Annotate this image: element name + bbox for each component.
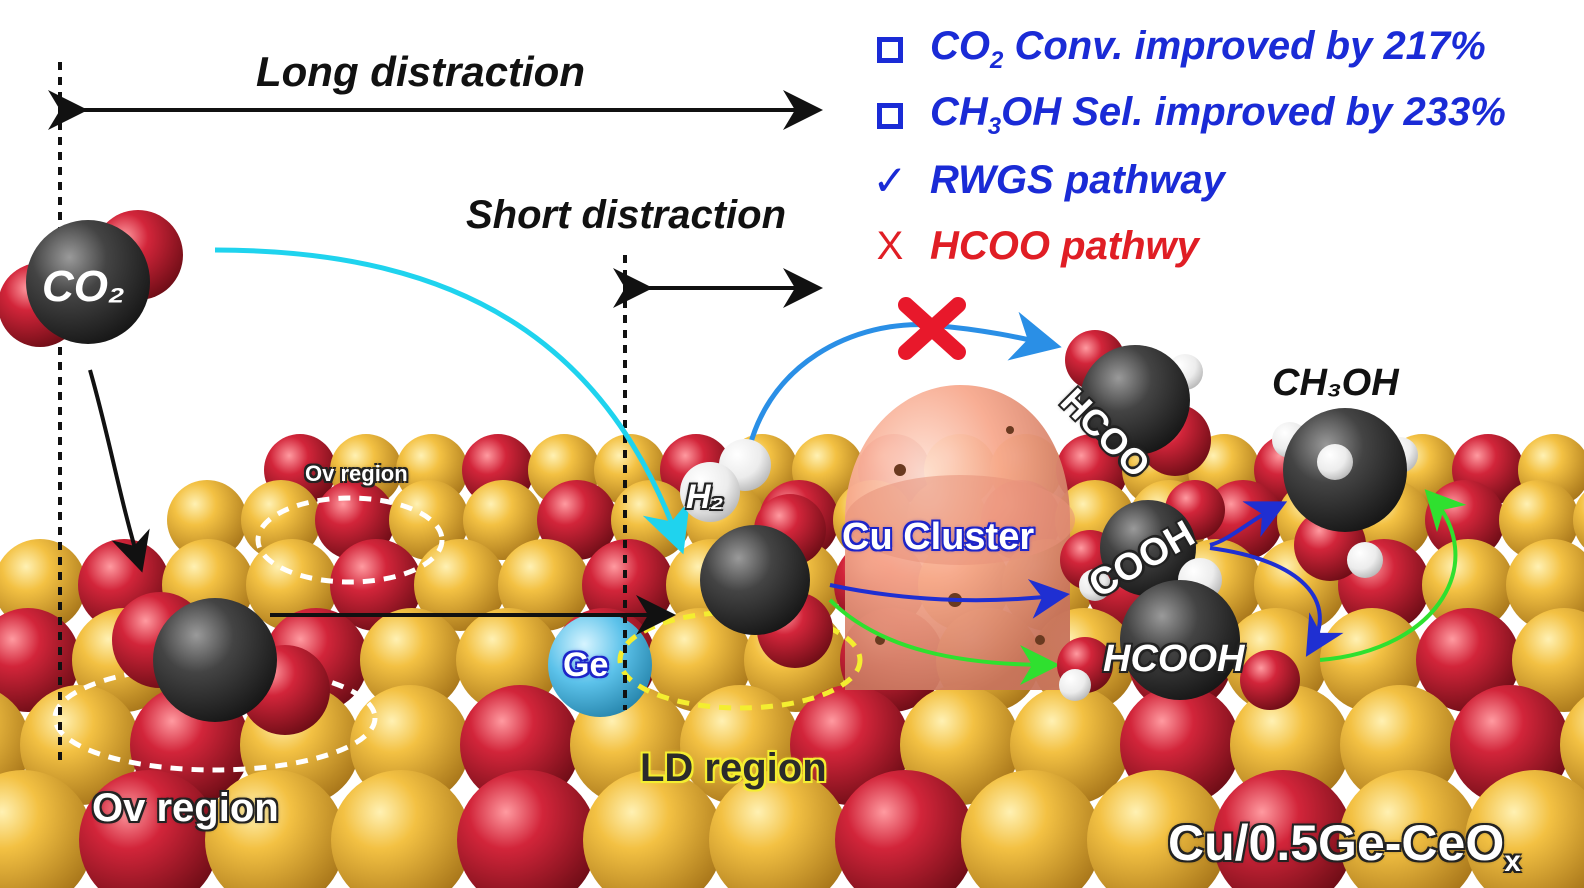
blocked-pathway-cross (898, 297, 966, 360)
oxygen-atom (79, 770, 219, 888)
cerium-atom (463, 480, 543, 560)
square-icon (872, 36, 908, 63)
legend-item-co2-conversion: CO2 Conv. improved by 217% (872, 24, 1486, 75)
check-icon: ✓ (872, 157, 908, 204)
legend-text: RWGS pathway (930, 158, 1225, 202)
cross-icon: X (876, 224, 904, 268)
cerium-atom (1465, 770, 1584, 888)
cooh-to-hcooh-arrow (1209, 546, 1344, 657)
ld-region-outline (617, 609, 863, 711)
ov-region-large-label: Ov region (92, 786, 279, 830)
oxygen-atom (457, 770, 597, 888)
hcoo-molecule (1065, 330, 1211, 476)
hcoo-pathway-arrow (742, 311, 1062, 471)
long-distance-label: Long distraction (256, 48, 585, 95)
hcooh-label: HCOOH (1103, 638, 1245, 680)
cerium-atom (1573, 492, 1584, 548)
co2-molecule-ov (112, 592, 330, 735)
legend-text: HCOO pathwy (930, 224, 1199, 268)
cerium-atom (456, 608, 560, 712)
cerium-atom (205, 770, 345, 888)
cerium-atom (498, 539, 590, 631)
hcooh-to-ch3oh-arrow (1319, 489, 1467, 662)
oxygen-atom (1416, 608, 1520, 712)
legend-item-hcoo: X HCOO pathwy (872, 224, 1199, 269)
legend-item-rwgs: ✓ RWGS pathway (872, 156, 1225, 205)
cerium-atom (414, 539, 506, 631)
cerium-atom (961, 770, 1101, 888)
cerium-atom (1560, 697, 1584, 793)
to-cooh-arrow (829, 579, 1070, 619)
oxygen-atom (1213, 770, 1353, 888)
co2-adsorb-arrow (88, 369, 150, 573)
short-distance-label: Short distraction (466, 193, 787, 237)
ch3oh-label: CH₃OH (1272, 362, 1399, 404)
cerium-atom (583, 770, 723, 888)
co2-migration-arrow (214, 247, 690, 555)
cerium-atom (709, 770, 849, 888)
catalyst-subscript: x (1504, 845, 1521, 878)
cerium-atom (0, 539, 86, 631)
cerium-atom (360, 608, 464, 712)
ge-label: Ge (563, 646, 609, 684)
hcooh-molecule (1057, 558, 1300, 710)
square-icon (872, 102, 908, 129)
co2-molecule-free (0, 210, 183, 347)
h2-molecule (680, 439, 771, 522)
co2-molecule-ld (700, 494, 833, 668)
catalyst-formula: Cu/0.5Ge-CeO (1168, 815, 1505, 871)
oxygen-atom (835, 770, 975, 888)
h2-label: H₂ (686, 478, 724, 516)
legend-item-ch3oh-selectivity: CH3OH Sel. improved by 233% (872, 90, 1506, 141)
cooh-to-ch3oh-arrow (1209, 501, 1288, 547)
to-hcooh-arrow (828, 598, 1060, 685)
catalyst-label: Cu/0.5Ge-CeOx (1168, 814, 1521, 879)
oxygen-atom (330, 539, 422, 631)
ld-region-label: LD region (640, 746, 827, 790)
ov-region-small-outline (255, 495, 445, 585)
legend-text: CH3OH Sel. improved by 233% (930, 90, 1506, 140)
ov-region-small-label: Ov region (305, 461, 408, 486)
cu-cluster-label: Cu Cluster (842, 516, 1035, 558)
ch3oh-molecule (1272, 408, 1418, 581)
cooh-molecule (1060, 480, 1225, 601)
cerium-atom (1506, 539, 1584, 631)
cerium-atom (1422, 539, 1514, 631)
cerium-atom (0, 770, 93, 888)
cerium-atom (1339, 770, 1479, 888)
co2-label: CO₂ (42, 262, 125, 311)
oxygen-atom (537, 480, 617, 560)
cerium-atom (1087, 770, 1227, 888)
cu-cluster (845, 385, 1075, 690)
cerium-atom (1512, 608, 1584, 712)
legend-text: CO2 Conv. improved by 217% (930, 24, 1486, 74)
cerium-atom (331, 770, 471, 888)
cerium-atom (167, 480, 247, 560)
